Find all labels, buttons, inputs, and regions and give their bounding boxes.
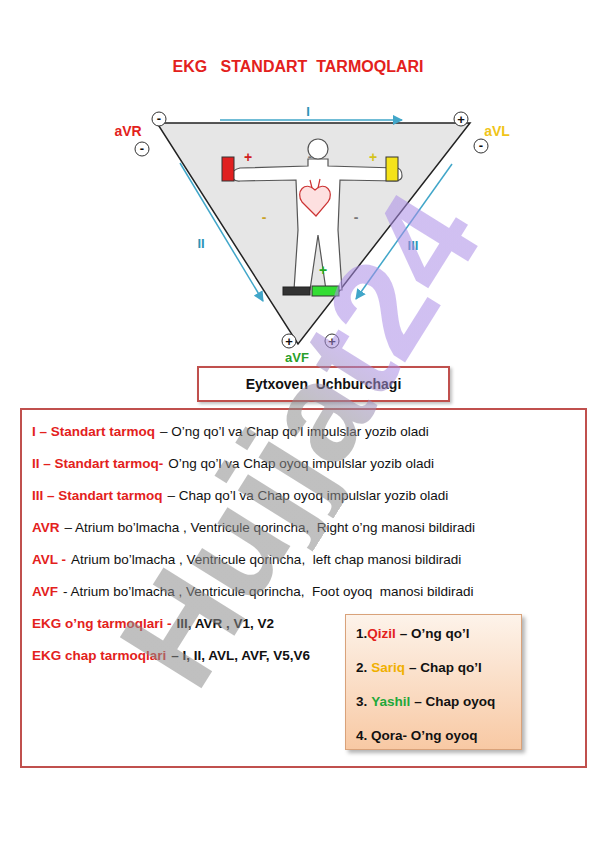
polarity-sign: - bbox=[308, 150, 312, 163]
polarity-circle bbox=[152, 112, 166, 126]
text-run: – Chap oyoq bbox=[414, 694, 495, 709]
polarity-sign: - bbox=[140, 142, 144, 155]
text-run: – Chap qo’l va Chap oyoq impulslar yozib… bbox=[168, 488, 449, 503]
polarity-sign: + bbox=[328, 335, 336, 348]
polarity-sign: - bbox=[157, 112, 161, 125]
polarity-sign: + bbox=[244, 150, 252, 164]
title-box: Eytxoven Uchburchagi bbox=[197, 366, 450, 402]
text-run: Yashil bbox=[371, 694, 410, 709]
text-run: AVL - bbox=[32, 552, 66, 567]
text-line: AVR – Atrium bo’lmacha , Ventricule qorin… bbox=[32, 512, 575, 544]
text-line: Eytxoven Uchburchagi bbox=[199, 368, 448, 400]
text-box: I – Standart tarmoq – O’ng qo’l va Chap q… bbox=[20, 408, 587, 768]
text-run: – O’ng qo’l va Chap qo’l impulslar yozib… bbox=[160, 424, 429, 439]
body-silhouette bbox=[232, 159, 402, 290]
text-run: - Atrium bo’lmacha , Ventricule qorincha… bbox=[63, 584, 473, 599]
text-run: AVR bbox=[32, 520, 60, 535]
heart-vessel bbox=[310, 179, 320, 188]
polarity-sign: + bbox=[319, 263, 327, 277]
vertex-label: aVL bbox=[484, 124, 510, 138]
text-run: – I, II, AVL, AVF, V5,V6 bbox=[171, 648, 310, 663]
text-line: 4. Qora- O’ng oyoq bbox=[356, 719, 511, 753]
polarity-sign: - bbox=[354, 210, 359, 224]
vertex-label: aVR bbox=[114, 124, 141, 138]
watermark: Hujjat24 bbox=[96, 172, 503, 708]
polarity-circle bbox=[454, 112, 468, 126]
text-line: 2. Sariq – Chap qo’l bbox=[356, 651, 511, 685]
text-line: II – Standart tarmoq- O’ng qo’l va Chap o… bbox=[32, 448, 575, 480]
lead-label: II bbox=[197, 237, 204, 250]
lead-label: III bbox=[408, 239, 419, 252]
polarity-circle bbox=[325, 334, 339, 348]
text-line: AVL - Atrium bo’lmacha , Ventricule qorin… bbox=[32, 544, 575, 576]
text-run: III, AVR , V1, V2 bbox=[177, 616, 275, 631]
electrode-green bbox=[312, 286, 339, 296]
lead-arrow bbox=[220, 119, 402, 121]
electrode-red bbox=[222, 157, 234, 181]
text-run: III – Standart tarmoq bbox=[32, 488, 163, 503]
text-run: 4. Qora- O’ng oyoq bbox=[356, 728, 478, 743]
einthoven-triangle bbox=[157, 123, 470, 344]
color-key-box: 1.Qizil – O’ng qo’l 2. Sariq – Chap qo’l 3. Ya… bbox=[345, 614, 522, 750]
text-run: AVF bbox=[32, 584, 58, 599]
heart bbox=[300, 186, 331, 216]
text-line: III – Standart tarmoq – Chap qo’l va Chap… bbox=[32, 480, 575, 512]
electrode-black bbox=[283, 287, 310, 295]
text-run: 3. bbox=[356, 694, 367, 709]
text-run: Eytxoven Uchburchagi bbox=[246, 376, 402, 392]
text-run: – Atrium bo’lmacha , Ventricule qorincha… bbox=[65, 520, 475, 535]
text-run: EKG chap tarmoqlari bbox=[32, 648, 166, 663]
polarity-sign: - bbox=[479, 139, 483, 152]
text-run: Atrium bo’lmacha , Ventricule qorincha, … bbox=[71, 552, 461, 567]
text-line: 3. Yashil – Chap oyoq bbox=[356, 685, 511, 719]
polarity-sign: + bbox=[285, 335, 293, 348]
text-run: EKG o’ng tarmoqlari - bbox=[32, 616, 172, 631]
page-title: EKG STANDART TARMOQLARI bbox=[0, 58, 596, 76]
text-run: 2. bbox=[356, 660, 367, 675]
polarity-circle bbox=[282, 334, 296, 348]
vertex-label: aVF bbox=[285, 351, 309, 364]
lead-label: I bbox=[306, 105, 310, 118]
text-line: AVF - Atrium bo’lmacha , Ventricule qorin… bbox=[32, 576, 575, 608]
text-run: – Chap qo’l bbox=[409, 660, 482, 675]
electrode-yellow bbox=[386, 157, 398, 181]
text-run: Sariq bbox=[371, 660, 405, 675]
text-run: 1. bbox=[356, 626, 367, 641]
lead-arrow bbox=[356, 164, 452, 299]
text-run: Qizil bbox=[367, 626, 396, 641]
polarity-sign: - bbox=[262, 210, 267, 224]
polarity-sign: + bbox=[369, 150, 377, 164]
text-line: 1.Qizil – O’ng qo’l bbox=[356, 617, 511, 651]
polarity-circle bbox=[474, 139, 488, 153]
text-run: – O’ng qo’l bbox=[400, 626, 470, 641]
lead-arrow bbox=[180, 163, 263, 301]
text-run: II – Standart tarmoq- bbox=[32, 456, 163, 471]
polarity-sign: + bbox=[457, 113, 465, 126]
text-run: I – Standart tarmoq bbox=[32, 424, 155, 439]
polarity-circle bbox=[135, 142, 149, 156]
text-run: O’ng qo’l va Chap oyoq impulslar yozib o… bbox=[168, 456, 434, 471]
text-line: I – Standart tarmoq – O’ng qo’l va Chap q… bbox=[32, 416, 575, 448]
